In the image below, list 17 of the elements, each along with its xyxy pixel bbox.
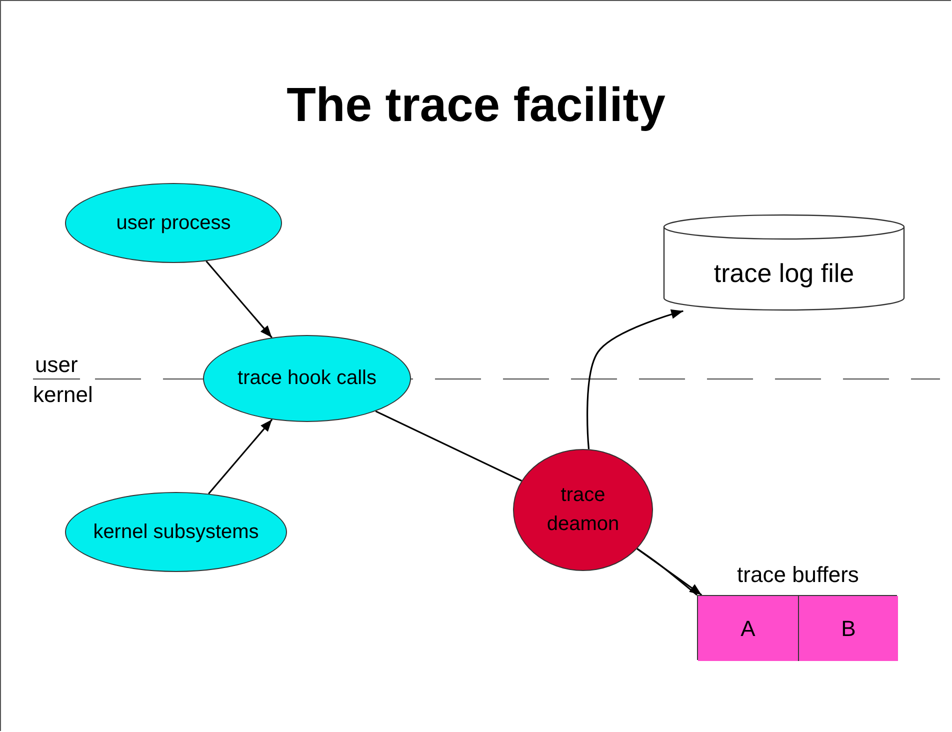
connector-line — [375, 410, 522, 482]
buffer-cell — [798, 596, 898, 661]
node-label: trace hook calls — [236, 366, 378, 391]
node-label: A — [740, 616, 756, 642]
layer-label: user — [35, 352, 78, 378]
arrow — [586, 310, 684, 450]
cylinder-node — [663, 214, 905, 311]
buffer-heading: trace buffers — [736, 562, 860, 588]
arrow — [206, 260, 272, 338]
arrow — [208, 418, 273, 494]
title: The trace facility — [286, 78, 666, 133]
node-label: trace log file — [714, 258, 854, 289]
layer-label: kernel — [33, 382, 93, 408]
node-label: B — [841, 616, 856, 642]
node-label: kernel subsystems — [92, 520, 260, 544]
node-label: user process — [115, 210, 232, 236]
node-label: trace deamon — [546, 483, 620, 537]
